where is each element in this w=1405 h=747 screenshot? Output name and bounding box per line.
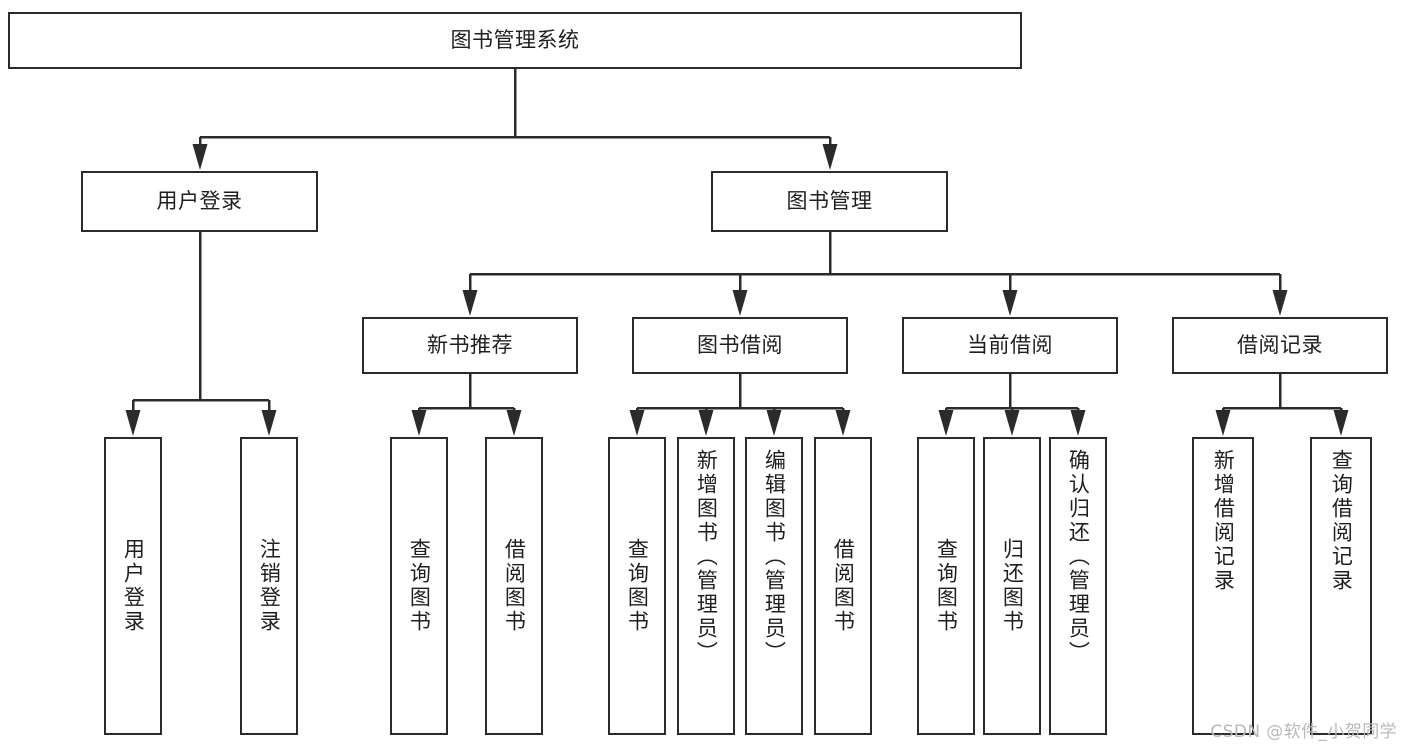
node-label-leaf-query-record: 查询借阅记录	[1329, 449, 1354, 593]
node-leaf-query-book-2[interactable]: 查询图书	[608, 437, 666, 735]
node-current-borrow[interactable]: 当前借阅	[902, 317, 1118, 374]
node-leaf-query-book-1[interactable]: 查询图书	[390, 437, 448, 735]
node-leaf-confirm-return[interactable]: 确认归还（管理员）	[1049, 437, 1107, 735]
node-user-login[interactable]: 用户登录	[81, 171, 318, 232]
node-root[interactable]: 图书管理系统	[8, 12, 1022, 69]
node-label-leaf-return-book: 归还图书	[1000, 538, 1025, 634]
node-label-leaf-add-record: 新增借阅记录	[1211, 449, 1236, 593]
node-leaf-add-record[interactable]: 新增借阅记录	[1192, 437, 1254, 735]
node-leaf-user-login[interactable]: 用户登录	[104, 437, 162, 735]
node-book-borrow[interactable]: 图书借阅	[632, 317, 848, 374]
node-borrow-record[interactable]: 借阅记录	[1172, 317, 1388, 374]
node-leaf-logout[interactable]: 注销登录	[240, 437, 298, 735]
node-label-leaf-query-book-2: 查询图书	[625, 538, 650, 634]
watermark-label: CSDN @软件_小贺同学	[1210, 722, 1397, 742]
node-leaf-borrow-book-1[interactable]: 借阅图书	[485, 437, 543, 735]
node-label-user-login: 用户登录	[156, 189, 243, 214]
node-leaf-add-book[interactable]: 新增图书（管理员）	[677, 437, 735, 735]
node-leaf-borrow-book-2[interactable]: 借阅图书	[814, 437, 872, 735]
node-label-leaf-logout: 注销登录	[257, 538, 282, 634]
node-label-leaf-borrow-book-1: 借阅图书	[502, 538, 527, 634]
node-label-leaf-borrow-book-2: 借阅图书	[831, 538, 856, 634]
node-leaf-edit-book[interactable]: 编辑图书（管理员）	[745, 437, 803, 735]
node-label-book-manage: 图书管理	[786, 189, 873, 214]
node-label-leaf-add-book: 新增图书（管理员）	[694, 449, 719, 665]
node-label-leaf-query-book-3: 查询图书	[934, 538, 959, 634]
node-label-root: 图书管理系统	[450, 28, 580, 53]
node-label-borrow-record: 借阅记录	[1237, 333, 1323, 358]
node-label-leaf-user-login: 用户登录	[121, 538, 146, 634]
node-leaf-query-record[interactable]: 查询借阅记录	[1310, 437, 1372, 735]
node-label-new-book-rec: 新书推荐	[427, 333, 513, 358]
node-label-book-borrow: 图书借阅	[697, 333, 783, 358]
node-new-book-rec[interactable]: 新书推荐	[362, 317, 578, 374]
node-label-leaf-edit-book: 编辑图书（管理员）	[762, 449, 787, 665]
node-leaf-query-book-3[interactable]: 查询图书	[917, 437, 975, 735]
node-leaf-return-book[interactable]: 归还图书	[983, 437, 1041, 735]
node-label-leaf-confirm-return: 确认归还（管理员）	[1066, 449, 1091, 665]
node-label-leaf-query-book-1: 查询图书	[407, 538, 432, 634]
node-book-manage[interactable]: 图书管理	[711, 171, 948, 232]
node-label-current-borrow: 当前借阅	[967, 333, 1053, 358]
